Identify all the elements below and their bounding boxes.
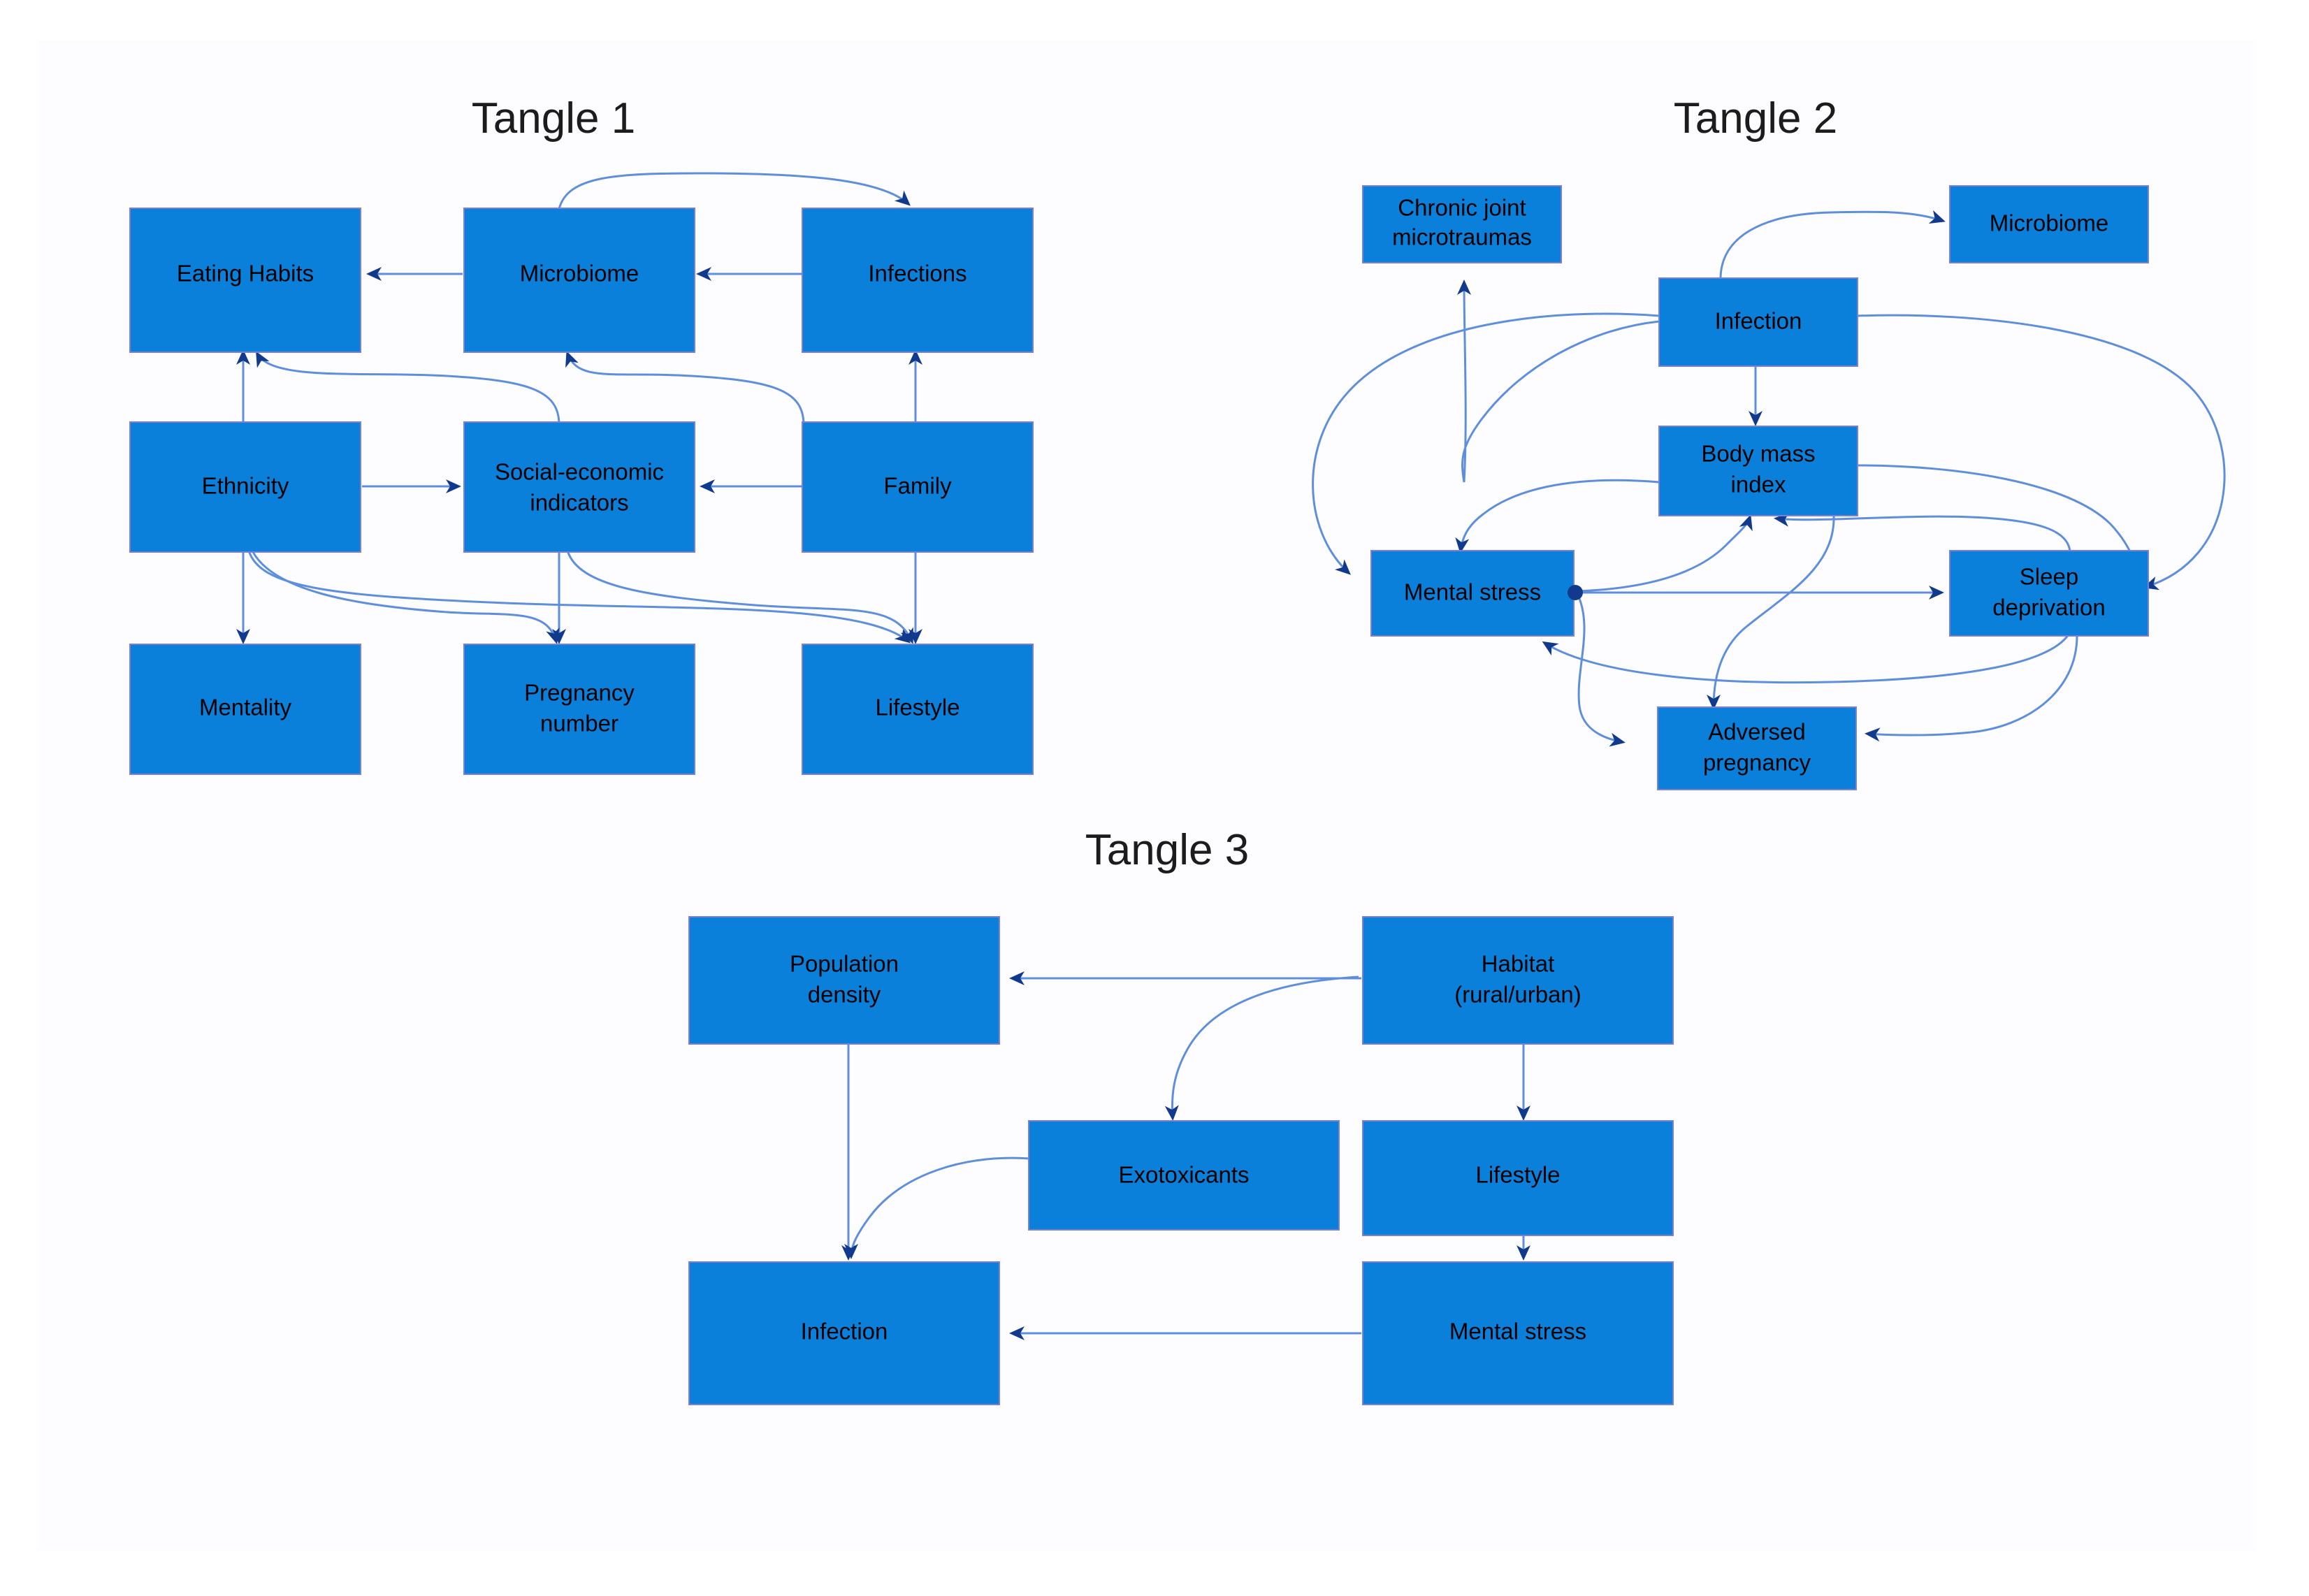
node-label: Microbiome — [1990, 210, 2109, 236]
node-label: Mental stress — [1449, 1319, 1586, 1344]
edge-bmi-to-mental-stress — [1455, 479, 1660, 553]
edge-bmi-to-adversed-pregnancy — [1707, 515, 1835, 710]
node-label: Body mass — [1701, 441, 1815, 467]
node-t1-social-economic[interactable]: Social-economic indicators — [463, 421, 695, 553]
node-label: Mental stress — [1404, 579, 1541, 605]
node-t1-pregnancy-number[interactable]: Pregnancy number — [463, 644, 695, 775]
node-t3-mental-stress[interactable]: Mental stress — [1362, 1261, 1674, 1405]
node-t1-eating-habits[interactable]: Eating Habits — [129, 208, 361, 353]
node-label: Population — [790, 951, 899, 977]
node-label-line2: indicators — [530, 490, 628, 516]
tangle-1-title: Tangle 1 — [472, 94, 635, 143]
node-t1-mentality[interactable]: Mentality — [129, 644, 361, 775]
node-label: Ethnicity — [202, 473, 289, 499]
tangle-1-edges — [236, 172, 922, 644]
node-t2-sleep-deprivation[interactable]: Sleep deprivation — [1949, 550, 2149, 637]
edge-ethnicity-to-lifestyle — [247, 550, 911, 644]
node-label-line2: density — [808, 982, 881, 1008]
node-label: Eating Habits — [177, 261, 314, 286]
node-label: Infections — [868, 261, 967, 286]
node-label: Mentality — [199, 695, 292, 720]
node-t2-microbiome[interactable]: Microbiome — [1949, 185, 2149, 263]
node-t2-chronic-joint[interactable]: Chronic joint microtraumas — [1362, 185, 1562, 263]
edge-infection-to-chronic-joint — [1457, 280, 1660, 483]
tangle-3-title: Tangle 3 — [1085, 826, 1249, 874]
edge-infection-to-sleep-deprivation — [1857, 314, 2226, 590]
node-label: Sleep — [2020, 564, 2078, 590]
edge-microbiome-to-infections — [558, 172, 911, 210]
tangle-2-edges — [1312, 210, 2226, 747]
node-t1-ethnicity[interactable]: Ethnicity — [129, 421, 361, 553]
tangle-3-edges — [841, 971, 1530, 1340]
node-label: Adversed — [1708, 719, 1805, 745]
node-t1-family[interactable]: Family — [802, 421, 1034, 553]
node-label: Family — [883, 473, 952, 499]
node-label-line2: index — [1731, 472, 1786, 498]
edge-ethnicity-to-pregnancy-number — [252, 551, 560, 644]
node-label: Chronic joint — [1398, 195, 1526, 221]
node-t2-body-mass-index[interactable]: Body mass index — [1658, 426, 1858, 516]
edge-exotoxicants-to-infection — [844, 1156, 1031, 1259]
tangle-2-title: Tangle 2 — [1674, 94, 1837, 143]
node-label: Infection — [801, 1319, 888, 1344]
node-label-line2: deprivation — [1992, 595, 2105, 621]
node-label: Lifestyle — [875, 695, 960, 720]
node-t1-microbiome[interactable]: Microbiome — [463, 208, 695, 353]
edge-social-economic-to-eating-habits — [256, 351, 560, 426]
node-label: Infection — [1715, 308, 1802, 334]
edge-infection-to-mental-stress — [1312, 312, 1660, 575]
edge-sleep-deprivation-to-adversed-pregnancy — [1865, 635, 2078, 742]
edge-habitat-to-exotoxicants — [1164, 975, 1359, 1121]
node-t1-infections[interactable]: Infections — [802, 208, 1034, 353]
node-label: Exotoxicants — [1118, 1162, 1249, 1188]
node-label-line2: microtraumas — [1392, 224, 1532, 250]
edge-social-economic-to-lifestyle — [566, 550, 913, 644]
edge-social-economic-to-microbiome — [565, 351, 805, 426]
panel-tangle-3: Tangle 3 Population density Habitat — [688, 826, 1674, 1405]
edge-sleep-deprivation-to-bmi — [1774, 512, 2071, 553]
node-t3-lifestyle[interactable]: Lifestyle — [1362, 1120, 1674, 1236]
node-label: Pregnancy — [524, 680, 635, 706]
diagram-canvas — [36, 41, 2256, 1551]
node-label-line2: (rural/urban) — [1454, 982, 1581, 1008]
node-t2-adversed-pregnancy[interactable]: Adversed pregnancy — [1657, 706, 1857, 790]
node-label-line2: number — [540, 711, 618, 737]
node-t3-infection[interactable]: Infection — [688, 1261, 1000, 1405]
edge-infection-to-microbiome — [1719, 210, 1946, 280]
node-label: Habitat — [1482, 951, 1555, 977]
node-label: Lifestyle — [1475, 1162, 1560, 1188]
node-t3-population-density[interactable]: Population density — [688, 916, 1000, 1045]
node-t2-infection[interactable]: Infection — [1658, 277, 1858, 367]
edge-sleep-deprivation-to-mental-stress — [1542, 634, 2070, 684]
node-t3-exotoxicants[interactable]: Exotoxicants — [1028, 1120, 1340, 1231]
panel-tangle-1: Tangle 1 — [129, 94, 1034, 775]
node-label-line2: pregnancy — [1703, 750, 1811, 776]
node-t1-lifestyle[interactable]: Lifestyle — [802, 644, 1034, 775]
node-t2-mental-stress[interactable]: Mental stress — [1370, 550, 1583, 637]
panel-tangle-2: Tangle 2 — [1312, 94, 2226, 790]
edge-mental-stress-to-bmi — [1577, 514, 1753, 593]
edge-mental-stress-to-adversed-pregnancy — [1577, 595, 1626, 747]
node-label: Microbiome — [520, 261, 639, 286]
node-label: Social-economic — [495, 459, 664, 485]
node-t3-habitat[interactable]: Habitat (rural/urban) — [1362, 916, 1674, 1045]
mental-stress-connector-dot — [1568, 585, 1583, 600]
